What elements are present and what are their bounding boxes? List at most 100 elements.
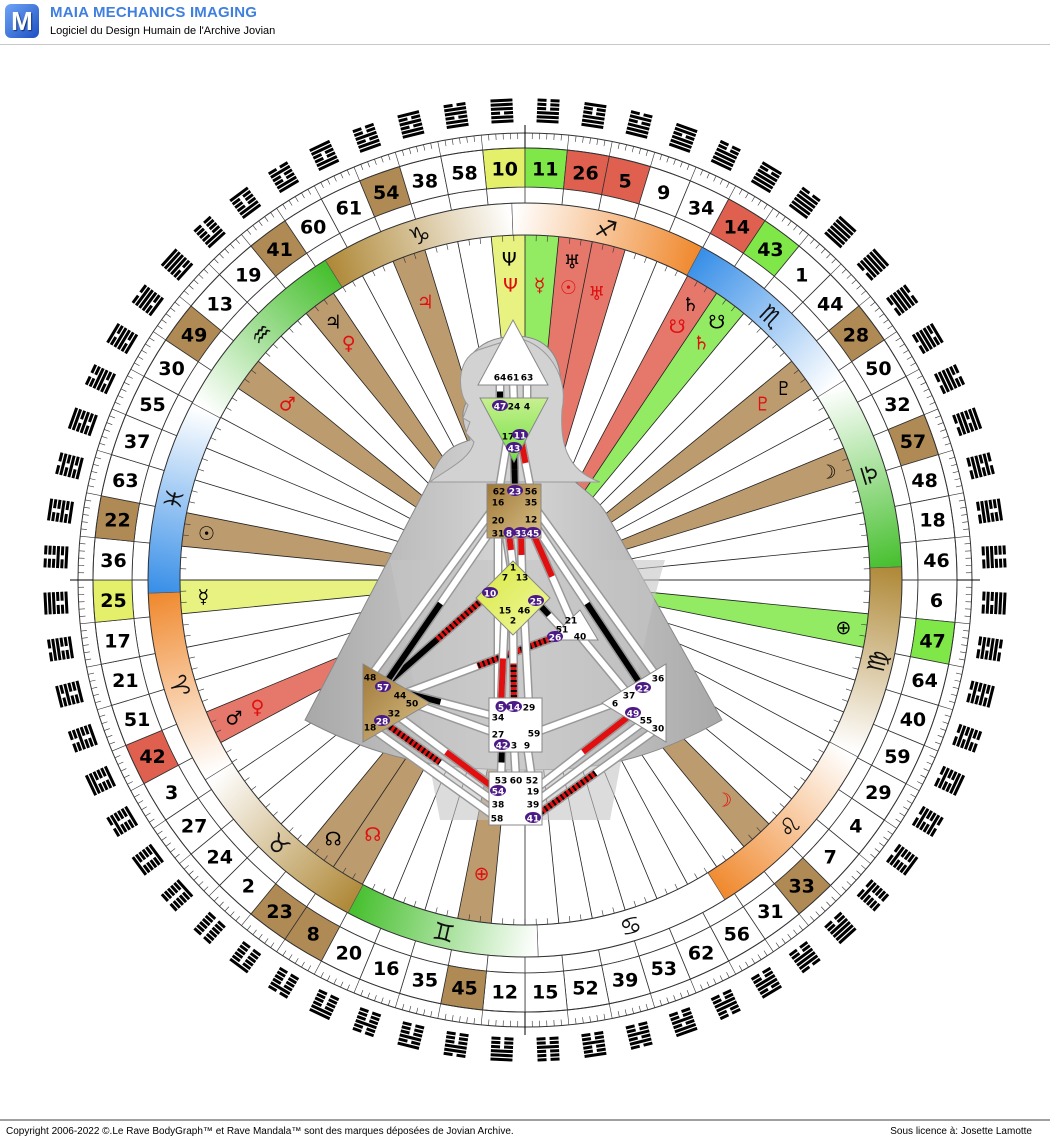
tick [93, 464, 99, 466]
hexagram-line [491, 119, 513, 123]
tick [852, 876, 856, 880]
hexagram-line [550, 1041, 559, 1044]
tick [127, 376, 132, 379]
tick [883, 320, 888, 323]
divider [198, 789, 211, 798]
bodygraph-gate-number: 40 [574, 633, 587, 643]
hexagram-line [1003, 558, 1006, 567]
tick [591, 912, 592, 918]
tick [416, 146, 417, 152]
tick [102, 436, 108, 438]
hexagram-line [643, 1042, 652, 1047]
divider [562, 189, 564, 205]
hexagram-line [982, 604, 985, 613]
planet-glyph-icon: ♀ [342, 332, 356, 354]
tick [729, 961, 736, 974]
tick [558, 917, 559, 923]
hexagram-icon [68, 724, 98, 753]
tick [381, 157, 383, 163]
tick [829, 730, 834, 733]
tick [334, 979, 337, 984]
tick [910, 363, 915, 366]
tick [467, 137, 468, 143]
tick [714, 176, 717, 181]
app-subtitle: Logiciel du Design Humain de l'Archive J… [50, 25, 275, 37]
tick [819, 408, 824, 411]
tick [241, 914, 251, 926]
tick [821, 907, 825, 911]
gate-number: 24 [207, 847, 233, 869]
tick [354, 167, 360, 181]
tick [807, 768, 812, 771]
planet-glyph-icon: Ψ [502, 248, 517, 270]
tick [961, 514, 967, 515]
tick [388, 154, 390, 160]
bodygraph-gate-number: 10 [484, 590, 497, 600]
gate-number: 8 [307, 923, 320, 945]
tick [383, 266, 385, 271]
gate-number: 4 [849, 815, 862, 837]
copyright-text: Copyright 2006-2022 ©.Le Rave BodyGraph™… [6, 1126, 514, 1137]
tick [857, 513, 863, 514]
tick [452, 1015, 453, 1021]
tick [899, 813, 904, 816]
gate-number: 14 [724, 217, 750, 239]
hexagram-line [994, 546, 997, 555]
tick [175, 302, 180, 306]
hexagram-icon [934, 364, 965, 394]
tick [204, 269, 208, 273]
tick [859, 524, 865, 525]
tick [667, 157, 669, 163]
hexagram-line [582, 1037, 591, 1041]
tick [829, 427, 834, 430]
tick [788, 934, 792, 939]
bodygraph-gate-number: 3 [511, 742, 517, 752]
tick [695, 874, 698, 879]
tick [687, 164, 689, 170]
hexagram-line [456, 1054, 465, 1058]
tick [253, 225, 257, 230]
tick [185, 635, 191, 636]
tick [308, 189, 311, 194]
hexagram-line [400, 126, 409, 131]
tick [639, 148, 641, 154]
hexagram-line [638, 1021, 647, 1026]
hexagram-line [986, 592, 990, 614]
bodygraph-gate-number: 37 [623, 692, 636, 702]
hexagram-line [986, 637, 990, 646]
bodygraph-gate-number: 26 [549, 634, 562, 644]
tick [361, 164, 363, 170]
tick [949, 701, 955, 703]
tick [289, 328, 293, 332]
divider [634, 941, 639, 956]
tick [799, 234, 809, 246]
tick [888, 326, 893, 329]
gate-number: 42 [139, 746, 165, 768]
hexagram-icon [952, 724, 982, 753]
gate-number: 61 [336, 198, 362, 220]
tick [157, 326, 162, 329]
tick [192, 668, 198, 670]
tick [91, 471, 97, 472]
tick [567, 135, 568, 150]
hexagram-line [414, 1028, 423, 1033]
bodygraph-gate-number: 36 [652, 675, 665, 685]
tick [198, 689, 204, 691]
hexagram-line [537, 103, 546, 106]
tick [746, 193, 749, 198]
tick [962, 522, 968, 523]
divider [178, 758, 192, 766]
planet-glyph-icon: ♀ [250, 697, 264, 719]
divider [792, 302, 803, 313]
tick [739, 965, 742, 970]
divider [307, 253, 316, 266]
planet-glyph-icon: ☊ [364, 824, 381, 846]
hexagram-line [71, 469, 76, 478]
tick [445, 140, 446, 146]
hexagram-line [491, 1045, 500, 1048]
hexagram-icon [443, 1031, 468, 1058]
divider [162, 724, 177, 730]
tick [458, 242, 459, 248]
hexagram-line [60, 592, 63, 601]
hexagram-icon [68, 407, 98, 436]
